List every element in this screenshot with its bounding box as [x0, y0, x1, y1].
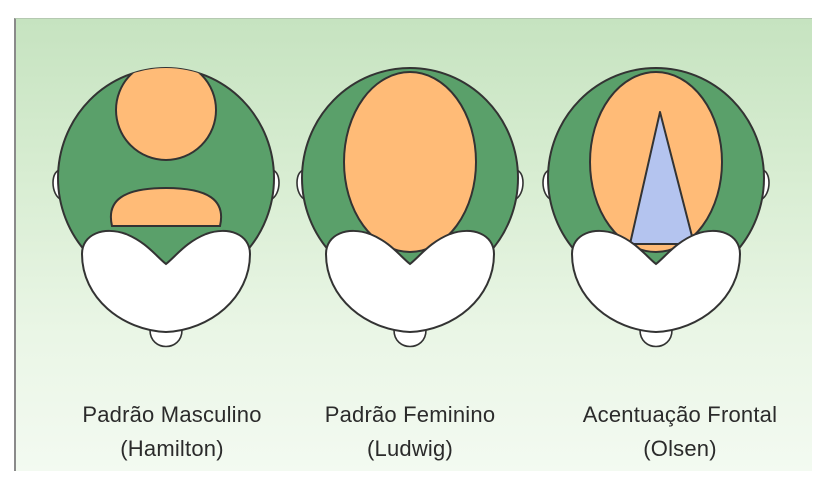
- caption-female-subtitle: (Ludwig): [290, 432, 530, 466]
- caption-male: Padrão Masculino (Hamilton): [52, 398, 292, 466]
- caption-male-subtitle: (Hamilton): [52, 432, 292, 466]
- caption-female-title: Padrão Feminino: [290, 398, 530, 432]
- caption-frontal-title: Acentuação Frontal: [550, 398, 810, 432]
- diffuse-thinning-area: [344, 72, 476, 252]
- caption-frontal-subtitle: (Olsen): [550, 432, 810, 466]
- caption-female: Padrão Feminino (Ludwig): [290, 398, 530, 466]
- frontal-recession-area: [111, 188, 221, 226]
- head-female-pattern: [297, 68, 523, 347]
- head-male-pattern: [53, 60, 279, 347]
- caption-frontal: Acentuação Frontal (Olsen): [550, 398, 810, 466]
- crown-thinning-area: [116, 60, 216, 160]
- head-frontal-pattern: [543, 68, 769, 347]
- caption-male-title: Padrão Masculino: [52, 398, 292, 432]
